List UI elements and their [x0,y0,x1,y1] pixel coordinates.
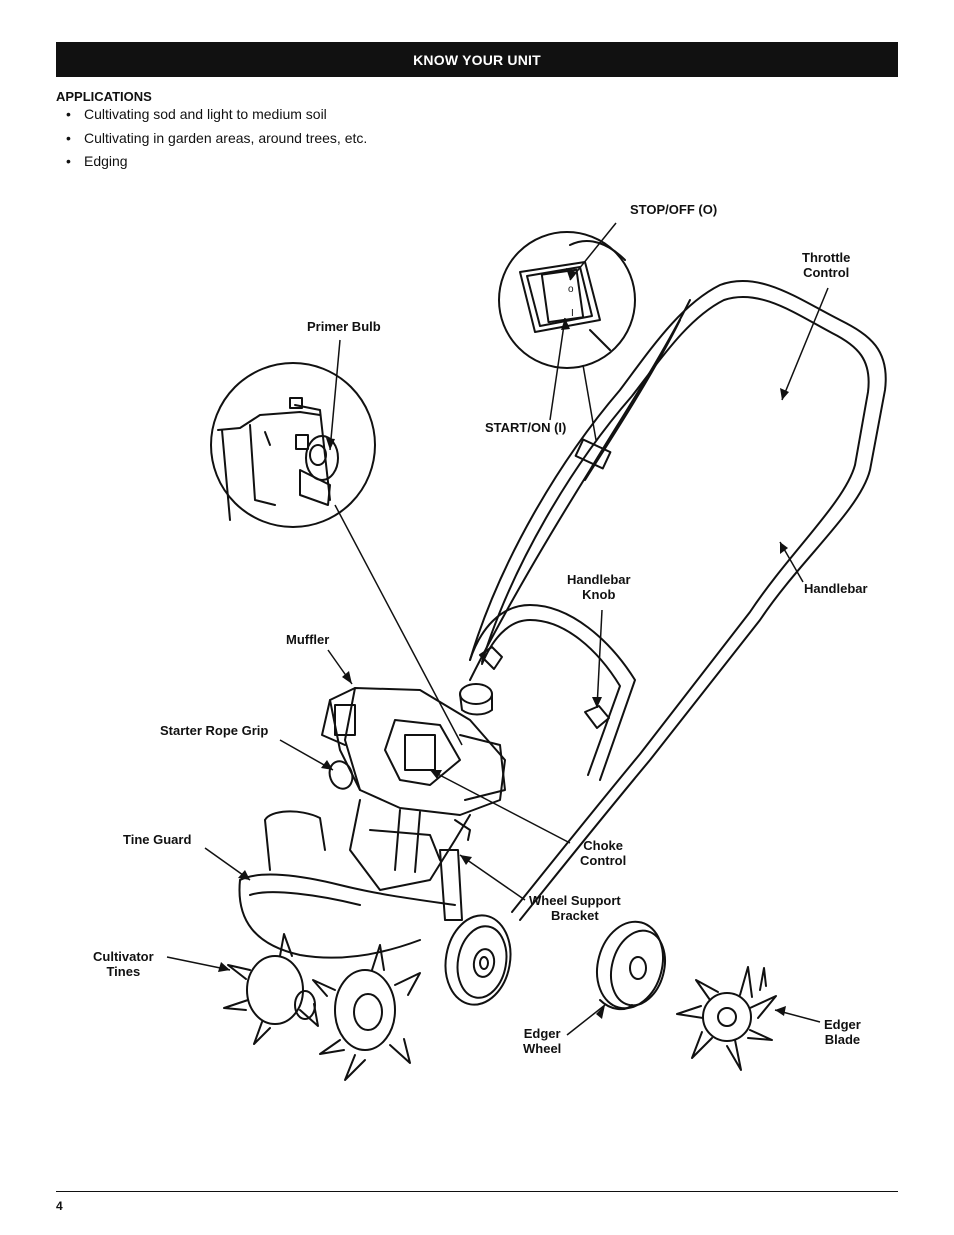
applications-list: •Cultivating sod and light to medium soi… [66,106,367,177]
section-banner: KNOW YOUR UNIT [56,42,898,77]
wheel-bracket-illustration [439,819,471,921]
label-muffler: Muffler [286,632,330,647]
footer-divider [56,1191,898,1192]
label-edger-wheel: Edger Wheel [523,1026,562,1056]
tine-guard-illustration [238,810,456,959]
section-title: KNOW YOUR UNIT [413,51,541,68]
label-throttle-control: Throttle Control [802,250,851,280]
tines-illustration [223,933,421,1081]
switch-inset [498,231,636,369]
label-cultivator-tines: Cultivator Tines [93,949,154,979]
label-edger-blade: Edger Blade [824,1017,861,1047]
label-handlebar: Handlebar [804,581,868,596]
leader-lines [166,222,829,1036]
page-number: 4 [56,1199,63,1213]
edger-blade-illustration [676,966,777,1071]
engine-illustration [321,683,506,891]
leader-arrowheads [218,268,789,1019]
handlebar-illustration [469,279,887,921]
label-handlebar-knob: Handlebar Knob [567,572,631,602]
list-item: •Edging [66,153,128,169]
label-start-on: START/ON (I) [485,420,567,435]
label-primer-bulb: Primer Bulb [307,319,381,334]
label-choke-control: Choke Control [580,838,627,868]
label-starter-rope-grip: Starter Rope Grip [160,723,269,738]
switch-on-mark: I [571,308,574,319]
switch-off-mark: o [568,284,574,295]
label-tine-guard: Tine Guard [123,832,192,847]
label-wheel-support-bracket: Wheel Support Bracket [529,893,621,923]
list-item: •Cultivating sod and light to medium soi… [66,106,327,122]
label-stop-off: STOP/OFF (O) [630,202,718,217]
list-item: •Cultivating in garden areas, around tre… [66,129,368,146]
applications-heading: APPLICATIONS [56,89,152,104]
wheel-illustration [444,914,512,1006]
edger-wheel-illustration [596,920,666,1011]
primer-inset [210,362,376,528]
